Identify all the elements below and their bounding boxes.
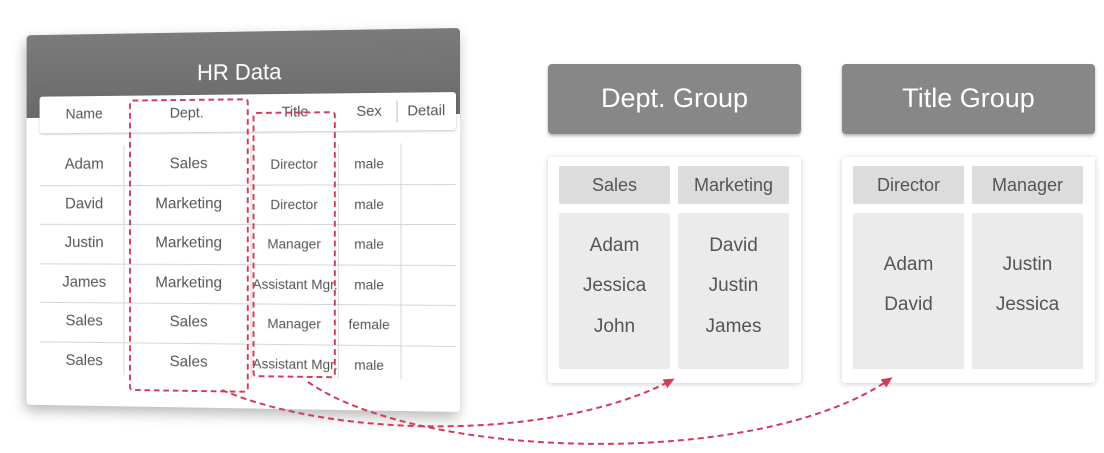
title-group-arrow xyxy=(308,379,890,444)
dept-group-arrow xyxy=(222,380,672,426)
